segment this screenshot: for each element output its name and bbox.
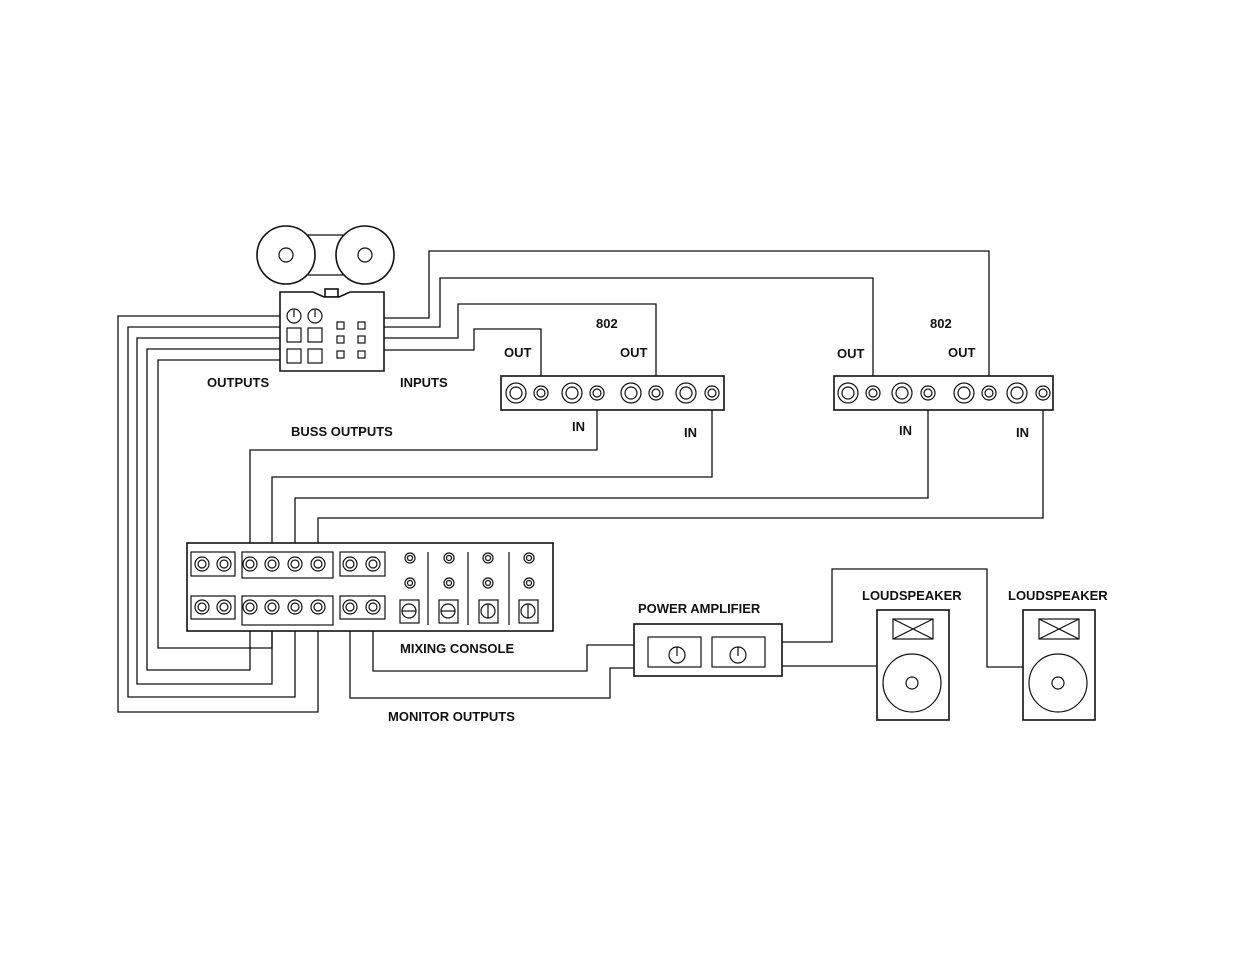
wire-tape-in-1 [384, 251, 989, 384]
processor-right-model: 802 [930, 316, 952, 331]
processor-right-in-1: IN [899, 423, 912, 438]
processor-left [501, 376, 724, 410]
tape-reel-left [257, 226, 315, 284]
processor-right-out-1: OUT [837, 346, 865, 361]
speaker-cabinet [877, 610, 949, 720]
speaker-cabinet [1023, 610, 1095, 720]
processor-left-out-1: OUT [504, 345, 532, 360]
tape-recorder-body [280, 292, 384, 371]
tape-inputs-label: INPUTS [400, 375, 448, 390]
tape-outputs-label: OUTPUTS [207, 375, 269, 390]
processor-right-out-2: OUT [948, 345, 976, 360]
wire-proc-in-4 [318, 402, 1043, 558]
tape-head [325, 289, 338, 297]
mixing-console-label: MIXING CONSOLE [400, 641, 514, 656]
processor-right-panel [834, 376, 1053, 410]
processor-left-in-2: IN [684, 425, 697, 440]
loudspeaker-right-label: LOUDSPEAKER [1008, 588, 1108, 603]
mixing-console [187, 543, 553, 631]
amplifier-body [634, 624, 782, 676]
loudspeaker-left-label: LOUDSPEAKER [862, 588, 962, 603]
processor-left-in-1: IN [572, 419, 585, 434]
processor-right-in-2: IN [1016, 425, 1029, 440]
buss-outputs-label: BUSS OUTPUTS [291, 424, 393, 439]
monitor-outputs-label: MONITOR OUTPUTS [388, 709, 515, 724]
processor-left-out-2: OUT [620, 345, 648, 360]
loudspeaker-right [1023, 610, 1095, 720]
loudspeaker-left [877, 610, 949, 720]
processor-left-model: 802 [596, 316, 618, 331]
tape-reel-right [336, 226, 394, 284]
power-amplifier [634, 624, 782, 676]
processor-right [834, 376, 1053, 410]
power-amplifier-label: POWER AMPLIFIER [638, 601, 761, 616]
